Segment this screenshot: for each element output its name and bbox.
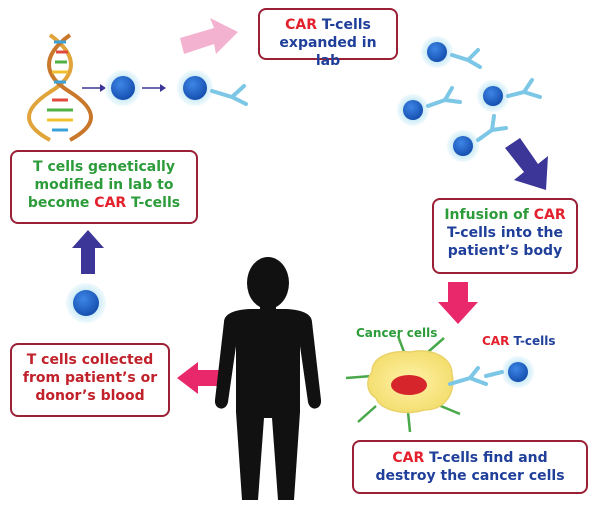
- car-t-cell-icon: [484, 356, 534, 388]
- box-text: T-cells into the: [446, 225, 563, 241]
- destroy-box: CAR T-cells find and destroy the cancer …: [352, 440, 588, 494]
- navy-arrow-icon: [72, 230, 104, 274]
- box-text: patient’s body: [447, 243, 563, 259]
- box-text: T-cells: [126, 195, 181, 211]
- box-text: from patient’s or: [22, 370, 158, 386]
- box-text: become: [27, 195, 95, 211]
- t-cell-icon: [105, 70, 141, 106]
- small-arrow-icon: [142, 84, 166, 92]
- cancer-cells-label: Cancer cells: [356, 326, 438, 340]
- car-text: CAR: [482, 334, 510, 348]
- genetically-modified-box: T cells genetically modified in lab to b…: [10, 150, 198, 224]
- light-pink-arrow-icon: [180, 18, 238, 54]
- box-text: modified in lab to: [34, 177, 174, 193]
- car-text: CAR: [392, 450, 425, 466]
- box-text: expanded in lab: [279, 35, 377, 69]
- expanded-in-lab-box: CAR T-cells expanded in lab: [258, 8, 398, 69]
- box-text: donor’s blood: [35, 388, 145, 404]
- navy-arrow-icon: [505, 138, 548, 190]
- car-t-cell-icon: [177, 70, 248, 106]
- box-text: T-cells: [316, 17, 371, 33]
- car-t-cell-icon: [447, 114, 508, 162]
- car-t-cells-label: CAR T-cells: [482, 334, 556, 348]
- person-silhouette-icon: [214, 257, 322, 500]
- pink-arrow-icon: [177, 362, 220, 394]
- box-text: T cells genetically: [33, 159, 175, 175]
- car-t-cell-icon: [477, 78, 542, 112]
- box-text: T cells collected: [26, 352, 154, 368]
- car-t-cell-icon: [397, 86, 462, 126]
- box-text: Infusion of: [444, 207, 534, 223]
- label-text: T-cells: [509, 334, 556, 348]
- cancer-cell-icon: [345, 335, 488, 433]
- small-arrow-icon: [82, 84, 106, 92]
- t-cell-icon: [66, 283, 106, 323]
- pink-arrow-icon: [438, 282, 478, 324]
- car-text: CAR: [94, 195, 127, 211]
- infusion-box: Infusion of CAR T-cells into the patient…: [432, 198, 578, 274]
- box-text: destroy the cancer cells: [375, 468, 565, 484]
- dna-helix-icon: [27, 33, 93, 142]
- car-text: CAR: [533, 207, 566, 223]
- collected-box: T cells collected from patient’s or dono…: [10, 343, 170, 417]
- car-text: CAR: [285, 17, 317, 33]
- car-t-cell-icon: [421, 36, 482, 69]
- box-text: T-cells find and: [424, 450, 548, 466]
